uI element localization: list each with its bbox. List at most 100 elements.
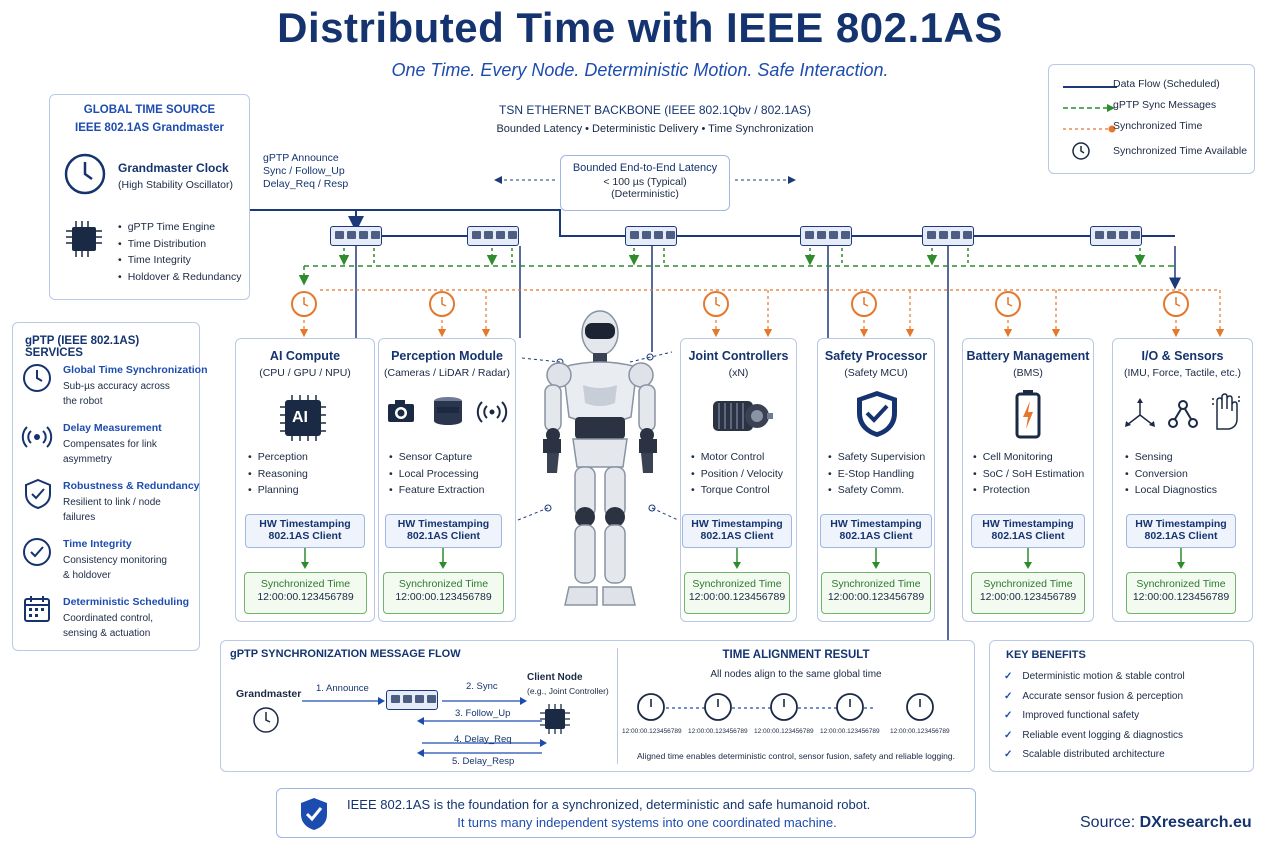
list-item: Local Processing [389,466,484,483]
sync-clock-icon [291,291,317,317]
client-node-sub: (e.g., Joint Controller) [527,686,609,696]
source-prefix: Source: [1080,814,1140,831]
list-item: Conversion [1125,466,1217,483]
list-item: Reliable event logging & diagnostics [1004,726,1185,746]
footer-line2: It turns many independent systems into o… [457,815,837,830]
legend: Data Flow (Scheduled) gPTP Sync Messages… [1048,64,1255,174]
message-arrows [302,697,547,757]
clock-time-label: 12:00:00.123456789 [688,728,748,735]
node-subtitle: (IMU, Force, Tactile, etc.) [1123,367,1242,379]
synchronized-time-value: 12:00:00.123456789 [395,591,492,603]
alignment-subtitle: All nodes align to the same global time [710,669,882,680]
hw-client-label: 802.1AS Client [268,530,342,542]
list-item: Protection [973,482,1084,499]
data-flow-line-icon [1063,86,1117,88]
legend-data-flow: Data Flow (Scheduled) [1113,78,1220,90]
tsn-switch [330,226,382,246]
list-item: Time Integrity [118,252,242,269]
list-item: Sensor Capture [389,449,484,466]
service-item: Robustness & Redundancy Resilient to lin… [63,480,200,525]
service-title: Time Integrity [63,538,132,550]
alignment-note: Aligned time enables deterministic contr… [637,751,955,761]
source-name: DXresearch.eu [1139,814,1252,831]
clock-time-label: 12:00:00.123456789 [890,728,950,735]
shield-check-icon [857,391,897,437]
motor-icon [713,401,773,431]
shield-check-icon [301,798,327,830]
latency-value: < 100 µs (Typical) [603,176,687,188]
service-desc: Coordinated control, [63,613,154,624]
service-item: Global Time Synchronization Sub-µs accur… [63,364,208,409]
node-title: I/O & Sensors [1141,349,1224,363]
service-desc: Resilient to link / node [63,497,161,508]
list-item: Reasoning [248,466,308,483]
node-title: Safety Processor [824,349,928,363]
network-nodes-icon [1168,400,1198,428]
service-title: Global Time Synchronization [63,364,208,376]
list-item: Perception [248,449,308,466]
node-items: Safety Supervision E-Stop Handling Safet… [828,449,926,499]
service-desc: sensing & actuation [63,628,151,639]
ai-chip-icon: AI [278,395,328,441]
alignment-title: TIME ALIGNMENT RESULT [722,649,870,661]
grandmaster-clock-title: Grandmaster Clock [118,161,229,175]
node-items: Sensor Capture Local Processing Feature … [389,449,485,499]
radar-icon [476,401,508,423]
tsn-switch [386,690,438,710]
msg-sync: 2. Sync [466,681,498,692]
footer-line1: IEEE 802.1AS is the foundation for a syn… [347,797,871,812]
service-item: Deterministic Scheduling Coordinated con… [63,596,189,641]
aligned-clocks [637,693,934,721]
tsn-switch [1090,226,1142,246]
tsn-switch [467,226,519,246]
list-item: E-Stop Handling [828,466,925,483]
node-subtitle: (CPU / GPU / NPU) [259,367,351,379]
list-item: Safety Supervision [828,449,926,466]
key-benefits-panel: KEY BENEFITS Deterministic motion & stab… [989,640,1254,772]
list-item: Cell Monitoring [973,449,1084,466]
service-item: Time Integrity Consistency monitoring & … [63,538,167,583]
legend-sync-available: Synchronized Time Available [1113,145,1248,157]
synchronized-time-label: Synchronized Time [1136,578,1226,590]
hw-label: HW Timestamping [397,518,490,530]
latency-box: Bounded End-to-End Latency < 100 µs (Typ… [560,155,730,211]
node-subtitle: (xN) [728,367,749,379]
grandmaster-clock-sub: (High Stability Oscillator) [118,179,233,191]
clock-time-label: 12:00:00.123456789 [754,728,814,735]
calendar-icon [24,596,50,622]
hw-client-label: 802.1AS Client [991,530,1065,542]
hw-client-label: 802.1AS Client [1144,530,1218,542]
node-perception-module: Perception Module (Cameras / LiDAR / Rad… [378,338,516,622]
list-item: Safety Comm. [828,482,925,499]
list-item: Accurate sensor fusion & perception [1004,687,1185,707]
node-items: Perception Reasoning Planning [248,449,308,499]
hw-to-time-arrows [301,548,1185,569]
delay-label: Delay_Req / Resp [263,178,349,190]
humanoid-robot-illustration [543,310,657,606]
service-title: Robustness & Redundancy [63,480,200,492]
synchronized-time-value: 12:00:00.123456789 [257,591,354,603]
camera-icon [388,400,414,422]
list-item: Deterministic motion & stable control [1004,667,1184,687]
footer-banner: IEEE 802.1AS is the foundation for a syn… [276,788,976,838]
shield-check-icon [25,478,51,510]
hw-label: HW Timestamping [982,518,1074,530]
hw-client-label: 802.1AS Client [700,530,774,542]
announce-label: gPTP Announce [263,152,339,164]
synchronized-time-label: Synchronized Time [983,578,1073,590]
list-item: gPTP Time Engine [118,219,242,236]
tsn-switch [800,226,852,246]
list-item: Improved functional safety [1004,706,1185,726]
node-title: AI Compute [269,349,341,363]
tactile-hand-icon [1212,393,1240,430]
check-circle-icon [23,538,51,566]
clock-time-label: 12:00:00.123456789 [820,728,880,735]
synchronized-time-value: 12:00:00.123456789 [688,591,786,603]
